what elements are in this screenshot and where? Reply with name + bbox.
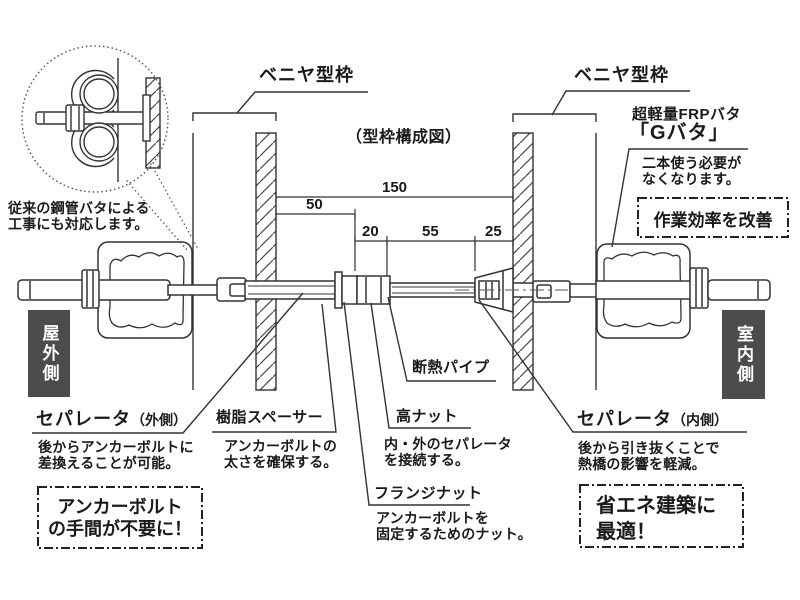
eco-callout-line2: 最適！ [596,521,656,543]
anchor-callout-frame [37,486,203,549]
label-insulation-pipe: 断熱パイプ [412,359,490,376]
outdoor-side-badge: 屋外側 [28,310,70,397]
separator-inner-desc2: 熱橋の影響を軽減。 [578,456,706,472]
label-gbata-product: 「Gバタ」 [629,122,730,144]
high-nut-desc2: を接続する。 [384,452,470,468]
high-nut-part [356,275,391,305]
label-separator-outer: セパレータ（外側） [36,410,187,430]
label-separator-inner: セパレータ（内側） [577,410,728,430]
separator-outer-suffix: （外側） [131,412,187,428]
separator-inner-suffix: （内側） [672,412,728,428]
hex-nut-right [689,267,709,309]
hex-nut-left [81,269,100,309]
anchor-bolt-assembly [17,241,771,339]
dim-left-offset: 50 [306,196,323,213]
resin-spacer-sleeve [244,280,336,300]
separator-outer-main: セパレータ [36,409,131,429]
label-flange-nut: フランジナット [374,485,483,502]
dim-overall: 150 [382,179,408,196]
dimension-lines [275,192,514,276]
resin-spacer-desc2: 太さを確保する。 [224,454,338,470]
legacy-note-line2: 工事にも対応します。 [8,216,149,232]
leader-lines [32,90,748,506]
anchor-callout-line2: の手間が不要に！ [48,519,192,539]
flange-nut-part [334,271,358,309]
dim-55: 55 [422,223,439,240]
anchor-callout-line1: アンカーボルト [57,497,183,517]
diagram-title: （型枠構成図） [346,129,462,146]
left-plywood-wall [192,112,277,391]
dim-25: 25 [485,223,502,240]
right-plywood-wall [512,113,597,391]
label-gbata-name: 超軽量FRPバタ [632,106,742,123]
gbata-desc-line1: 二本使う必要が [642,155,742,171]
indoor-side-badge: 室内側 [722,310,765,399]
separator-inner-desc1: 後から引き抜くことで [578,440,720,456]
separator-outer-desc1: 後からアンカーボルトに [38,439,194,455]
tie-bolt-in-detail [35,111,148,125]
flange-nut-desc1: アンカーボルトを [376,510,490,526]
callout-frames [37,197,789,549]
flange-nut-desc2: 固定するためのナット。 [376,526,532,542]
label-high-nut: 高ナット [396,408,459,425]
callout-work-efficiency: 作業効率を改善 [653,211,773,230]
high-nut-desc1: 内・外のセパレータ [384,436,512,452]
separator-inner-main: セパレータ [577,409,672,429]
gbata-desc-line2: なくなります。 [642,171,740,187]
detail-projection-lines [126,163,198,252]
resin-spacer-desc1: アンカーボルトの [224,438,338,454]
label-resin-spacer: 樹脂スペーサー [216,409,324,426]
detail-circle [21,45,169,193]
eco-callout-line1: 省エネ建築に [596,495,716,517]
anchor-bolt-rod-right [595,280,693,300]
indoor-side-text: 室内側 [734,324,753,385]
callout-eco: 省エネ建築に 最適！ [596,493,716,545]
work-efficiency-frame [637,197,789,238]
separator-outer-desc2: 差換えることが可能。 [38,455,180,471]
eco-callout-frame [579,484,744,548]
dim-20: 20 [362,223,379,240]
legacy-note-line1: 従来の鋼管バタによる [8,200,150,216]
label-plywood-left: ベニヤ型枠 [259,65,354,85]
outdoor-side-text: 屋外側 [39,323,59,384]
label-plywood-right: ベニヤ型枠 [574,65,669,85]
callout-anchor-bolt: アンカーボルト の手間が不要に！ [38,496,202,540]
